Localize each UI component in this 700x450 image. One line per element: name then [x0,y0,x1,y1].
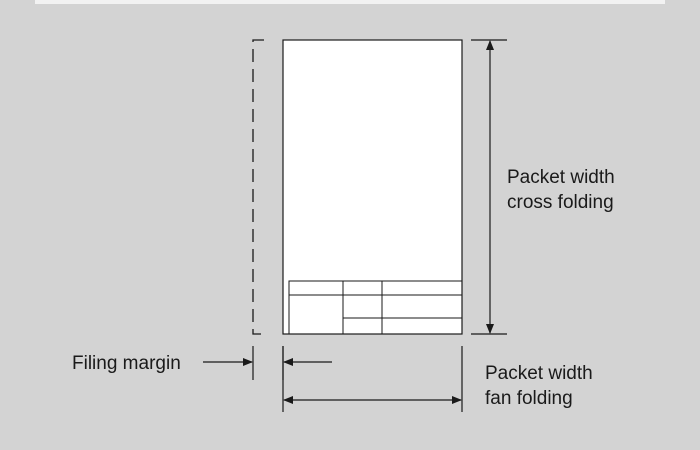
top-strip [35,0,665,4]
filing-margin-label: Filing margin [72,353,181,374]
fan-folding-label-line1: Packet width [485,363,593,384]
drawing-sheet [282,39,463,335]
fan-folding-label-line2: fan folding [485,388,573,409]
cross-folding-label-line2: cross folding [507,192,614,213]
filing-margin-outline [252,39,264,335]
title-block [288,280,463,335]
filing-margin-dimension [203,346,332,380]
fan-folding-dimension [282,346,463,412]
cross-folding-dimension [471,39,507,335]
cross-folding-label-line1: Packet width [507,167,615,188]
